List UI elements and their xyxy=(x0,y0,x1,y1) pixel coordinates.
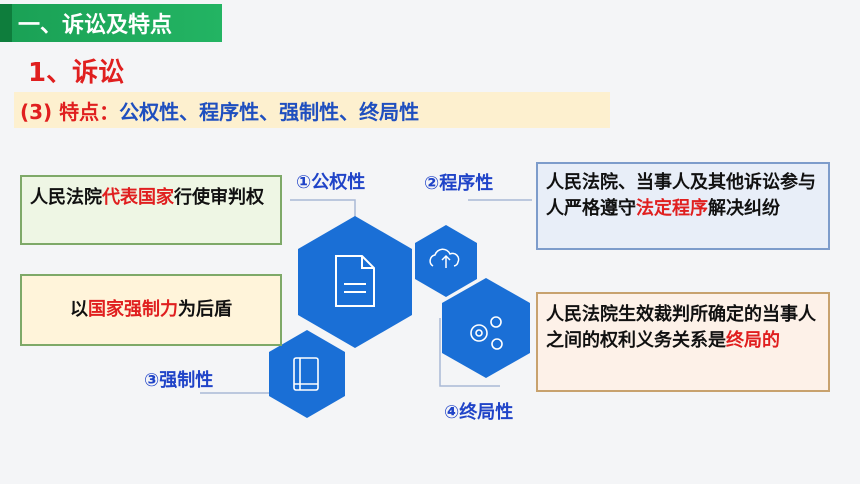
gears-icon xyxy=(470,316,503,350)
book-hexagon xyxy=(269,330,345,418)
section-title-text: 一、诉讼及特点 xyxy=(18,13,173,38)
box-procedural-text-1: 人民法院、当事人及其他诉讼参与人严格遵守 xyxy=(546,172,816,219)
box-public-power: 人民法院代表国家行使审判权 xyxy=(20,175,282,245)
features-bar: (3) 特点： 公权性、程序性、强制性、终局性 xyxy=(14,92,610,128)
box-coercive-text-1: 以 xyxy=(70,299,88,320)
gears-hexagon xyxy=(442,278,530,378)
features-prefix: (3) 特点： xyxy=(20,99,120,124)
box-finality-highlight: 终局的 xyxy=(726,330,780,351)
label-coercive: ③强制性 xyxy=(144,370,214,391)
box-procedural-highlight: 法定程序 xyxy=(636,198,708,219)
label-procedural: ②程序性 xyxy=(424,173,494,194)
box-procedural-text-2: 解决纠纷 xyxy=(708,198,780,219)
box-public-power-text-2: 行使审判权 xyxy=(174,187,264,208)
box-finality: 人民法院生效裁判所确定的当事人之间的权利义务关系是终局的 xyxy=(536,292,830,392)
section-tag-deco xyxy=(0,4,12,42)
box-public-power-highlight: 代表国家 xyxy=(102,187,174,208)
cloud-icon xyxy=(429,248,460,268)
book-icon xyxy=(293,357,319,391)
label-public-power: ①公权性 xyxy=(296,172,366,193)
big-hexagon xyxy=(298,216,412,348)
box-public-power-text-1: 人民法院 xyxy=(30,187,102,208)
box-coercive-highlight: 国家强制力 xyxy=(88,299,178,320)
small-hexagon-cloud xyxy=(415,225,477,297)
section-title: 一、诉讼及特点 xyxy=(0,4,222,42)
subheading: 1、诉讼 xyxy=(28,58,125,88)
box-procedural: 人民法院、当事人及其他诉讼参与人严格遵守法定程序解决纠纷 xyxy=(536,162,830,250)
connector-public-power xyxy=(290,199,356,218)
features-items: 公权性、程序性、强制性、终局性 xyxy=(119,99,420,124)
label-finality: ④终局性 xyxy=(444,402,514,423)
document-icon xyxy=(335,255,375,307)
box-coercive: 以国家强制力为后盾 xyxy=(20,274,282,346)
box-finality-text-1: 人民法院生效裁判所确定的当事人之间的权利义务关系是 xyxy=(546,304,816,351)
connector-finality xyxy=(439,318,500,387)
box-coercive-text-2: 为后盾 xyxy=(178,299,232,320)
